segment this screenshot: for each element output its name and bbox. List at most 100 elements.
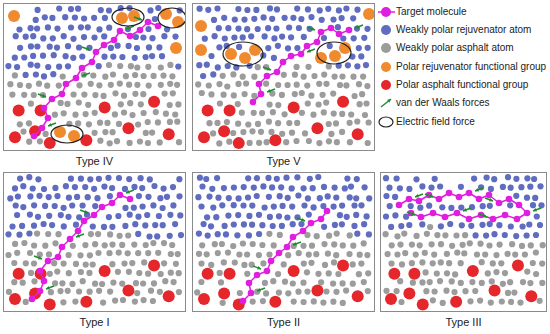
atom-dot	[290, 221, 296, 227]
atom-dot	[484, 175, 490, 181]
atom-dot	[201, 221, 207, 227]
atom-dot	[235, 212, 241, 218]
atom-dot	[386, 185, 392, 191]
atom-dot	[40, 53, 46, 59]
legend-row: Weakly polar rejuvenator atom	[378, 22, 550, 38]
atom-dot	[45, 24, 51, 30]
molecule-atom	[298, 51, 305, 58]
atom-dot	[285, 195, 291, 201]
atom-dot	[81, 92, 87, 98]
atom-dot	[269, 184, 275, 190]
atom-dot	[309, 243, 315, 249]
atom-dot	[82, 184, 88, 190]
atom-dot	[363, 62, 369, 68]
atom-dot	[540, 242, 546, 248]
atom-dot	[339, 203, 345, 209]
atom-dot	[128, 63, 134, 69]
atom-dot	[213, 214, 219, 220]
atom-dot	[340, 280, 346, 286]
atom-dot	[52, 112, 58, 118]
atom-dot	[149, 53, 155, 59]
atom-dot	[108, 82, 114, 88]
panel-frame	[192, 172, 375, 312]
asphalt-group	[269, 134, 281, 146]
atom-dot	[215, 250, 221, 256]
atom-dot	[344, 176, 350, 182]
atom-dot	[306, 212, 312, 218]
atom-dot	[14, 64, 20, 70]
asphalt-group	[311, 285, 323, 297]
atom-dot	[261, 14, 267, 20]
atom-dot	[172, 221, 178, 227]
atom-dot	[101, 224, 107, 230]
molecule-atom	[408, 210, 415, 217]
legend-row: Electric field force	[378, 114, 550, 130]
atom-dot	[301, 202, 307, 208]
atom-dot	[340, 300, 346, 306]
atom-dot	[133, 34, 139, 40]
atom-dot	[507, 202, 513, 208]
atom-dot	[63, 183, 69, 189]
atom-dot	[26, 139, 32, 145]
atom-dot	[13, 33, 19, 39]
atom-dot	[264, 139, 270, 145]
asphalt-group	[80, 296, 92, 308]
atom-dot	[48, 289, 54, 295]
atom-dot	[72, 112, 78, 118]
atom-dot	[57, 288, 63, 294]
atom-dot	[145, 194, 151, 200]
atom-dot	[27, 193, 33, 199]
atom-dot	[116, 250, 122, 256]
atom-dot	[322, 262, 328, 268]
atom-dot	[88, 231, 94, 237]
asphalt-group	[288, 265, 300, 277]
force-arrow	[381, 99, 391, 107]
atom-dot	[173, 261, 179, 267]
atom-dot	[361, 240, 367, 246]
force-arrow	[307, 27, 315, 30]
atom-dot	[419, 259, 425, 265]
atom-dot	[79, 53, 85, 59]
atom-dot	[68, 6, 74, 12]
atom-dot	[76, 288, 82, 294]
atom-dot	[493, 269, 499, 275]
atom-dot	[82, 242, 88, 248]
atom-dot	[137, 138, 143, 144]
atom-dot	[17, 176, 23, 182]
atom-dot	[152, 16, 158, 22]
atom-dot	[419, 221, 425, 227]
atom-dot	[21, 92, 27, 98]
atom-dot	[467, 240, 473, 246]
atom-dot	[23, 72, 29, 78]
legend-swatch	[381, 80, 391, 90]
force-arrow	[425, 194, 433, 197]
atom-dot	[92, 241, 98, 247]
rejuvenator-group	[239, 52, 251, 64]
atom-dot	[434, 232, 440, 238]
legend-label: Electric field force	[396, 116, 475, 128]
atom-dot	[114, 138, 120, 144]
atom-dot	[383, 193, 389, 199]
atom-dot	[260, 260, 266, 266]
atom-dot	[109, 242, 115, 248]
atom-dot	[61, 205, 67, 211]
atom-dot	[343, 82, 349, 88]
atom-dot	[505, 290, 511, 296]
atom-dot	[482, 251, 488, 257]
atom-dot	[383, 231, 389, 237]
atom-dot	[50, 71, 56, 77]
atom-dot	[206, 194, 212, 200]
atom-dot	[122, 186, 128, 192]
atom-dot	[208, 53, 214, 59]
atom-dot	[538, 202, 544, 208]
atom-dot	[409, 260, 415, 266]
atom-dot	[31, 242, 37, 248]
atom-dot	[354, 63, 360, 69]
asphalt-group	[417, 299, 429, 311]
atom-dot	[212, 241, 218, 247]
force-arrow	[415, 194, 423, 197]
atom-dot	[334, 139, 340, 145]
atom-dot	[76, 44, 82, 50]
atom-dot	[136, 193, 142, 199]
atom-dot	[299, 110, 305, 116]
